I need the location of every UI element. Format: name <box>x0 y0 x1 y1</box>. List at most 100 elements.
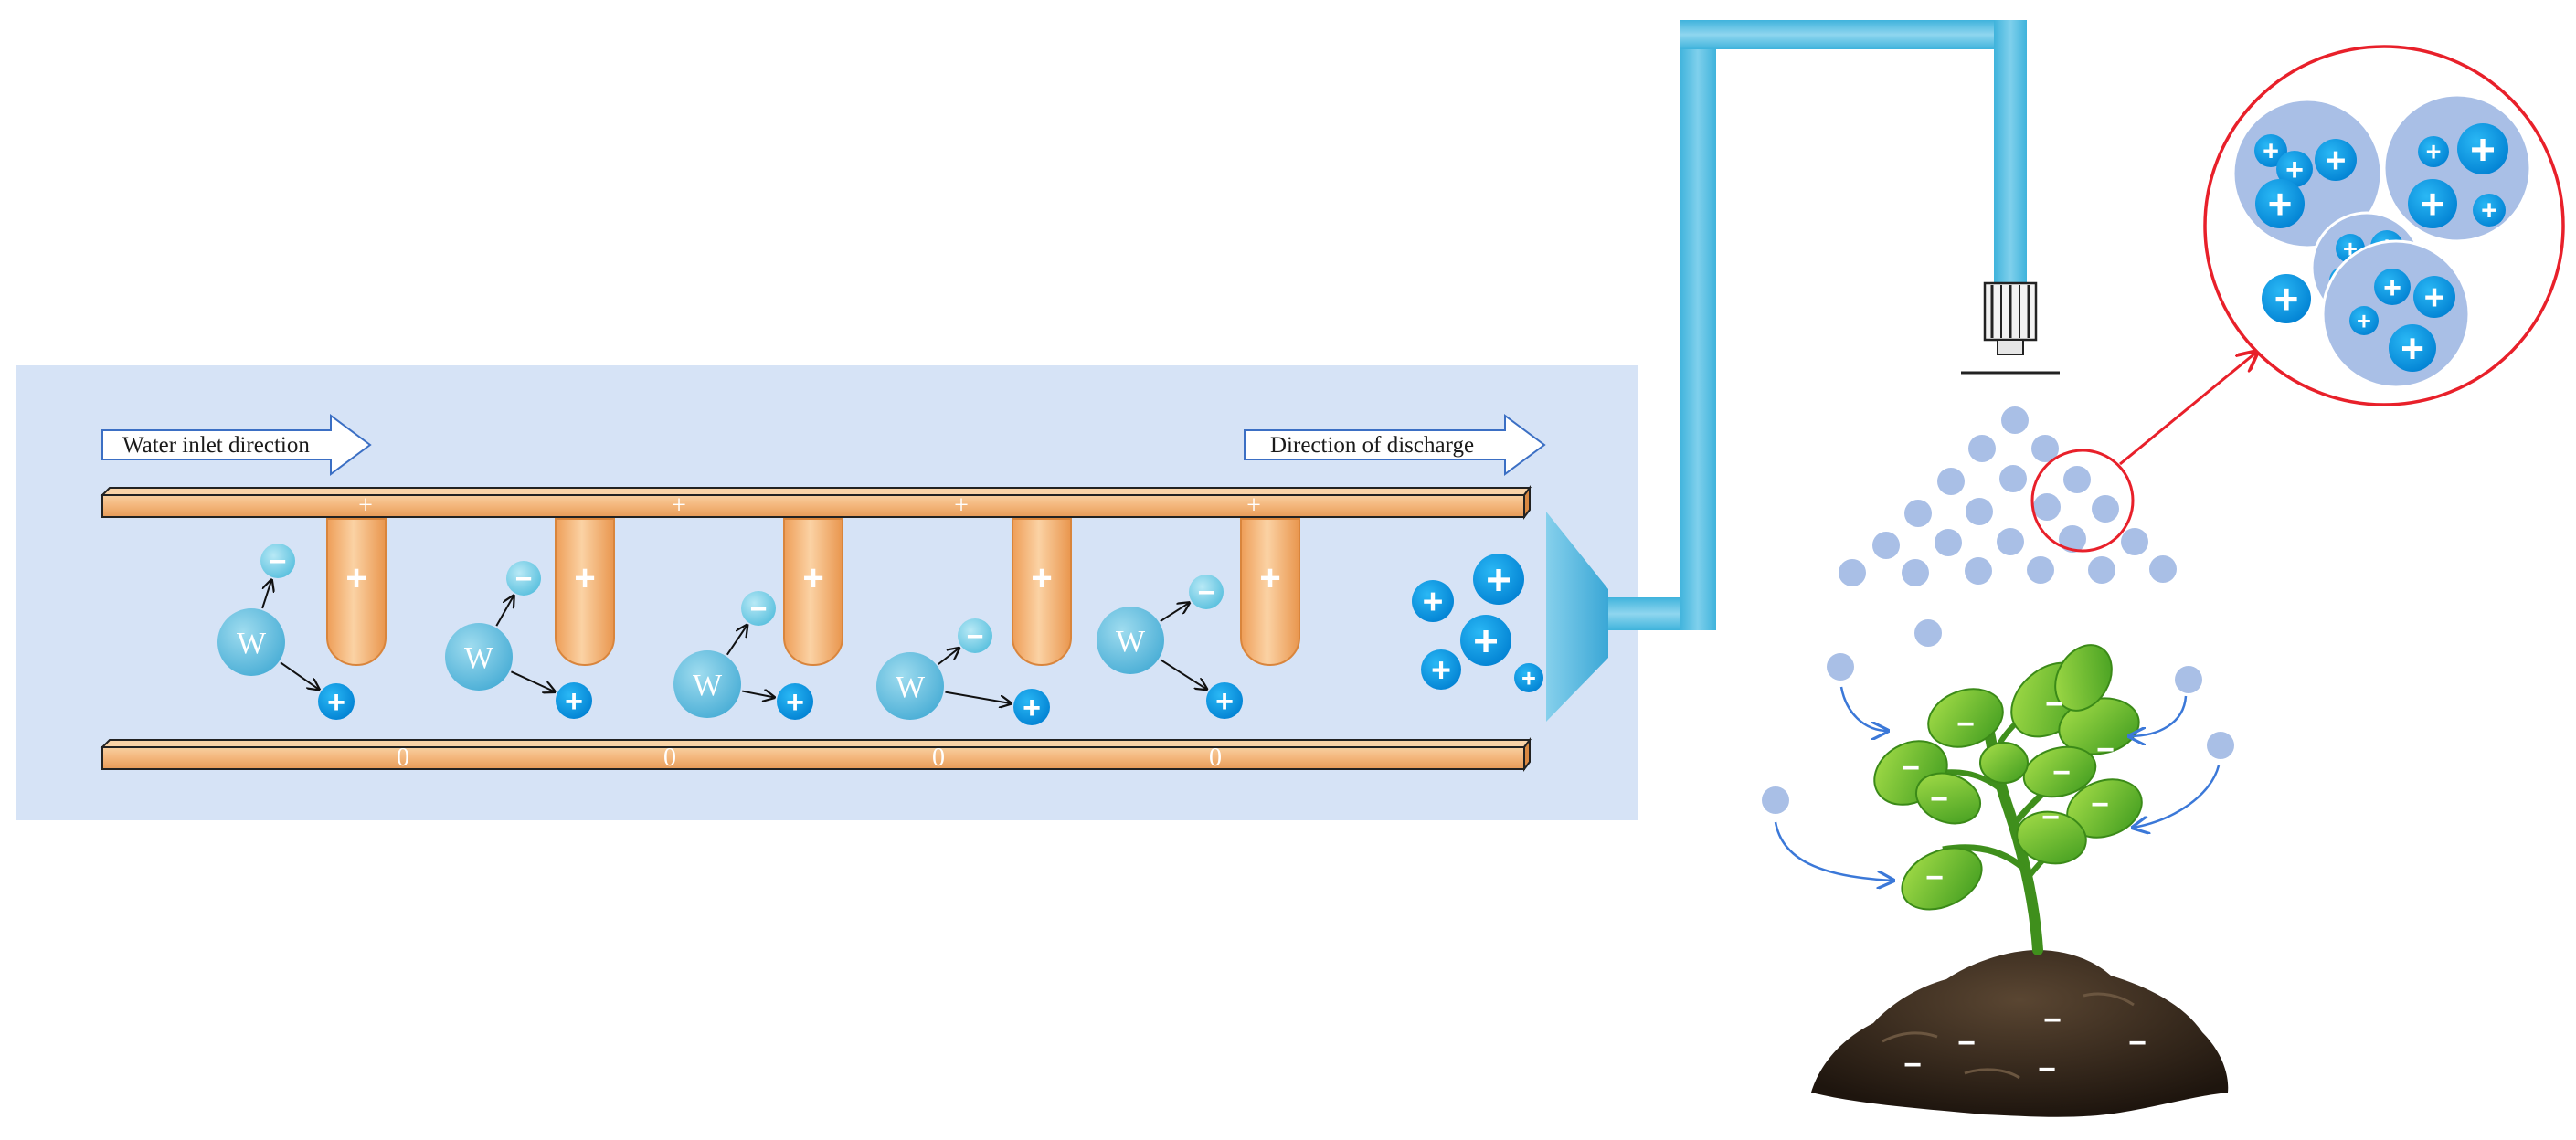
water-molecule <box>445 623 513 691</box>
spray-droplet <box>1997 528 2024 555</box>
ion-sign: − <box>515 562 533 595</box>
ion-sign: + <box>2470 126 2496 174</box>
plate-charge-label: 0 <box>1209 744 1222 772</box>
water-molecule-split: W−+ <box>217 544 355 720</box>
dissociation-arrow <box>495 596 514 627</box>
spray-droplet <box>2149 555 2177 583</box>
ion-sign: + <box>2285 153 2304 187</box>
water-molecule-split: W−+ <box>876 618 1050 725</box>
water-molecule-label: W <box>693 669 723 702</box>
ion-sign: + <box>2326 142 2347 181</box>
discharge-label: Direction of discharge <box>1270 433 1474 458</box>
dissociation-arrow <box>510 670 555 691</box>
negative-ion: − <box>958 618 992 653</box>
positive-ion: + <box>556 682 592 719</box>
ion-sign: + <box>1473 618 1499 666</box>
ion-sign: − <box>967 619 984 652</box>
water-molecule-split: W−+ <box>445 561 592 719</box>
spray-droplet <box>2033 493 2061 521</box>
negative-ion: − <box>506 561 541 596</box>
positive-electrode: + <box>555 518 615 666</box>
discharge-nozzle <box>1546 512 1608 722</box>
positive-electrode: + <box>326 518 387 666</box>
ion-sign: + <box>1023 691 1041 725</box>
positive-ion: + <box>2254 134 2287 167</box>
positive-ion: + <box>2349 306 2379 335</box>
positive-ion: + <box>2315 139 2357 181</box>
ion-sign: + <box>1486 556 1511 605</box>
positive-ion: + <box>2262 274 2311 323</box>
ion-sign: + <box>1431 650 1451 689</box>
leaf <box>2022 745 2097 798</box>
electrode-charge-label: + <box>1031 558 1052 598</box>
positive-ion: + <box>2408 179 2457 228</box>
water-molecule-split: W−+ <box>1097 575 1243 719</box>
dissociation-arrow <box>742 691 774 698</box>
plate-charge-label: 0 <box>663 744 676 772</box>
ground-plate: 0 0 0 0 <box>100 737 1532 772</box>
leaf <box>1927 688 2004 748</box>
positive-ion: + <box>318 683 355 720</box>
ion-sign: + <box>565 684 583 719</box>
flow-arrow <box>1839 686 1888 731</box>
spray-droplet <box>2121 528 2148 555</box>
spray-droplet <box>1968 435 1996 462</box>
negative-charge-mark: − <box>2043 1003 2062 1038</box>
falling-droplet <box>2207 732 2234 759</box>
spray-droplet <box>1904 500 1932 527</box>
spray-droplet <box>2027 556 2054 584</box>
negative-charge-mark: − <box>2038 1052 2056 1087</box>
dissociation-arrow <box>945 691 1011 703</box>
dissociation-arrow <box>938 648 959 665</box>
positive-ion: + <box>2374 269 2411 305</box>
ion-sign: + <box>2426 138 2442 167</box>
soil-mound <box>1811 950 2229 1117</box>
ion-sign: − <box>1198 575 1215 608</box>
positive-ion: + <box>1206 682 1243 719</box>
ion-sign: + <box>786 685 804 720</box>
negative-charge-mark: − <box>1903 1048 1922 1082</box>
charged-droplet: ++++ <box>2382 93 2532 243</box>
ion-sign: + <box>2383 270 2401 305</box>
positive-ion: + <box>1473 554 1524 605</box>
leaf <box>1979 742 2029 784</box>
dissociation-arrow <box>280 661 319 689</box>
spray-droplet <box>1999 465 2027 492</box>
water-molecule <box>1097 607 1164 674</box>
water-molecule <box>876 652 944 720</box>
water-molecule <box>217 608 285 676</box>
ion-sign: + <box>2424 279 2445 318</box>
negative-charge-mark: − <box>2041 800 2060 835</box>
ion-sign: + <box>2357 307 2371 335</box>
ion-sign: + <box>2401 326 2424 371</box>
positive-ion: + <box>2276 151 2313 187</box>
positive-ion: + <box>1421 649 1461 690</box>
positive-ion: + <box>2255 179 2305 228</box>
positive-ion: + <box>1514 663 1543 692</box>
positive-ion: + <box>1013 689 1050 725</box>
flow-arrow <box>1774 821 1893 881</box>
zoom-arrow <box>2119 352 2257 466</box>
positive-ion: + <box>1412 580 1454 622</box>
spray-droplet <box>1902 559 1929 586</box>
negative-charge-mark: − <box>2128 1026 2147 1061</box>
electrode-charge-label: + <box>1259 558 1280 598</box>
negative-charge-mark: − <box>1930 782 1948 817</box>
ion-sign: + <box>1215 684 1234 719</box>
leaf <box>1901 847 1983 911</box>
water-molecule-label: W <box>237 627 267 660</box>
electrode-charge-label: + <box>574 558 595 598</box>
highlight-circle <box>2030 449 2135 553</box>
negative-ion: − <box>1189 575 1224 609</box>
spray-droplet <box>1966 498 1993 525</box>
spray-droplet <box>2031 435 2059 462</box>
positive-ion: + <box>1460 615 1511 666</box>
water-molecule-split: W−+ <box>673 591 813 720</box>
dissociation-arrow <box>1160 659 1207 690</box>
discharge-arrow: Direction of discharge <box>1244 414 1546 476</box>
water-molecule <box>673 650 741 718</box>
ion-sign: + <box>327 685 345 720</box>
negative-charge-mark: − <box>1957 1026 1976 1061</box>
negative-charge-mark: − <box>2091 787 2109 822</box>
